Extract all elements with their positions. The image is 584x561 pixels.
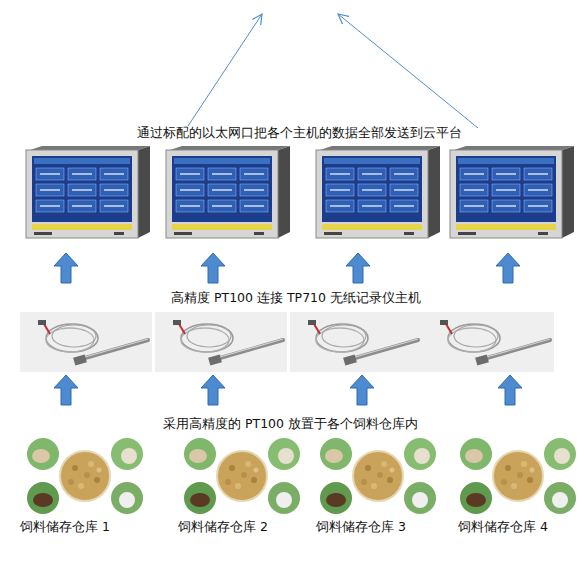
annotation-text: 采用高精度的 PT100 放置于各个饲料仓库内 — [163, 416, 418, 433]
block-arrow — [498, 375, 522, 405]
warehouse-node: 饲料储存仓库 1 — [20, 440, 152, 536]
block-arrow — [350, 375, 374, 405]
pt100-sensor — [422, 312, 554, 372]
warehouse-node: 饲料储存仓库 3 — [316, 440, 448, 536]
recorder-device — [166, 146, 290, 238]
block-arrow — [201, 253, 225, 283]
warehouse-label: 饲料储存仓库 2 — [178, 519, 268, 536]
block-arrow — [201, 375, 225, 405]
pt100-sensor — [290, 312, 422, 372]
warehouse-label: 饲料储存仓库 3 — [316, 519, 406, 536]
warehouse-label: 饲料储存仓库 4 — [458, 519, 548, 536]
cloud-arrow — [188, 14, 262, 126]
annotation-text: 高精度 PT100 连接 TP710 无纸记录仪主机 — [171, 290, 421, 307]
annotation-text: 通过标配的以太网口把各个主机的数据全部发送到云平台 — [137, 125, 462, 142]
warehouse-node: 饲料储存仓库 4 — [458, 440, 582, 536]
warehouse-label: 饲料储存仓库 1 — [20, 519, 110, 536]
recorder-device — [26, 146, 150, 238]
recorder-device — [316, 146, 440, 238]
feed-image — [460, 438, 576, 514]
warehouse-node: 饲料储存仓库 2 — [178, 440, 310, 536]
pt100-sensor — [20, 312, 152, 372]
block-arrow — [54, 375, 78, 405]
block-arrow — [496, 253, 520, 283]
pt100-sensor — [155, 312, 287, 372]
block-arrow — [346, 253, 370, 283]
feed-image — [27, 438, 143, 514]
feed-image — [320, 438, 436, 514]
block-arrow — [54, 253, 78, 283]
cloud-arrow — [338, 14, 478, 128]
recorder-device — [450, 146, 574, 238]
feed-image — [184, 438, 300, 514]
